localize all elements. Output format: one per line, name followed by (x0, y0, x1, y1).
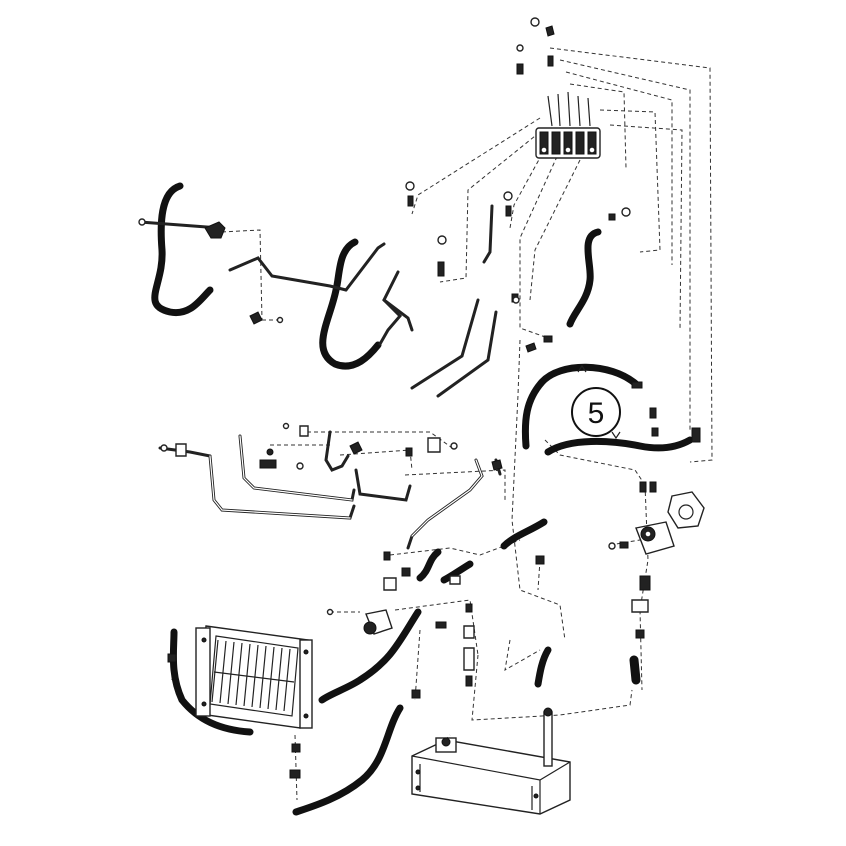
lower-hoses (167, 518, 552, 816)
callout-number: 5 (588, 397, 605, 430)
upper-left-lines (138, 182, 498, 398)
control-valve-block (535, 91, 601, 159)
hydraulic-tank (411, 707, 571, 815)
callout-circle (571, 387, 621, 437)
right-hoses (521, 228, 701, 456)
oil-cooler (195, 625, 313, 729)
pump-assembly (608, 481, 705, 685)
top-fittings (405, 17, 631, 353)
middle-pipe-assembly (158, 422, 503, 550)
callout-5: 5 (571, 387, 621, 437)
